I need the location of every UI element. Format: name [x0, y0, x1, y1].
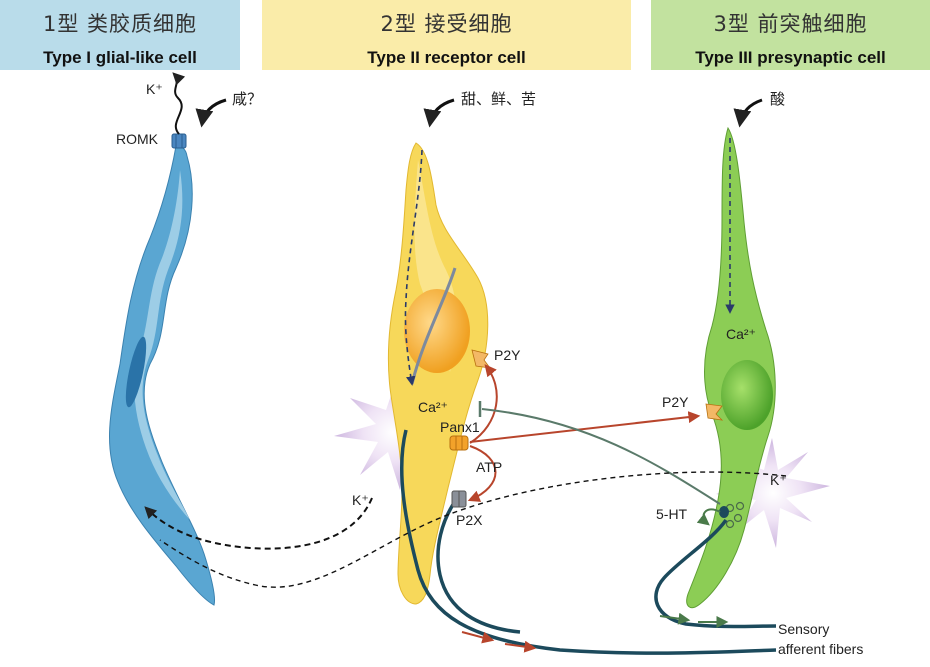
afferent-fiber-type2: [400, 429, 777, 655]
serotonin-release-arrow-icon: [696, 508, 721, 526]
type3-presynaptic-cell: [686, 126, 776, 609]
p2x-receptor-icon: [451, 490, 467, 508]
type2-nucleus: [404, 289, 470, 373]
atp-to-p2x-arrow: [467, 445, 497, 502]
salt-stimulus-arrow-icon: [195, 98, 227, 128]
taste-type2-label: 甜、鲜、苦: [461, 90, 536, 108]
romk-channel-icon: [171, 133, 187, 149]
serotonin-vesicle: [725, 519, 735, 529]
type2-calcium-signal-arrow: [404, 149, 423, 386]
type2-internal-fiber: [410, 267, 457, 385]
k-right-to-type1-dashed-path: [159, 471, 787, 588]
sweet-umami-bitter-stimulus-arrow-icon: [423, 98, 455, 128]
header-type2-en: Type II receptor cell: [367, 48, 526, 67]
type1-glial-cell: [109, 145, 215, 606]
serotonin-vesicle: [735, 501, 745, 511]
header-type2: 2型 接受细胞 Type II receptor cell: [262, 0, 631, 70]
p2x-label: P2X: [456, 512, 483, 528]
header-type3-en: Type III presynaptic cell: [695, 48, 886, 67]
k-mid-label: K⁺: [352, 492, 369, 508]
type1-nucleus: [125, 336, 147, 408]
header-type3-cn: 3型 前突触细胞: [713, 12, 868, 36]
fiber-signal-arrow-icon: [659, 612, 691, 625]
fibers-label-line2: afferent fibers: [778, 641, 863, 657]
taste-type1-label: 咸？: [232, 90, 262, 108]
romk-label: ROMK: [116, 131, 159, 147]
ca-type2-label: Ca²⁺: [418, 399, 448, 415]
p2y-type3-label: P2Y: [662, 394, 689, 410]
header-type1-en: Type I glial-like cell: [43, 48, 197, 67]
ca-type3-label: Ca²⁺: [726, 326, 756, 342]
k-efflux-arrow-icon: [172, 72, 186, 135]
panx1-channel-icon: [449, 435, 469, 451]
fibers-label-line1: Sensory: [778, 621, 829, 637]
p2y-receptor-type3-icon: [705, 403, 724, 421]
type1-cell-highlight: [134, 170, 190, 520]
type3-nucleus: [721, 360, 773, 430]
serotonin-vesicle: [733, 513, 743, 523]
atp-to-p2y-type3-arrow: [469, 411, 701, 443]
header-type1: 1型 类胶质细胞 Type I glial-like cell: [0, 0, 240, 70]
type3-synapse-terminal: [719, 506, 729, 518]
afferent-fiber-type2-branch: [436, 498, 521, 634]
type2-cell-body: [387, 142, 489, 605]
k-top-label: K⁺: [146, 81, 163, 97]
afferent-fiber-type3: [654, 518, 777, 629]
header-type1-cn: 1型 类胶质细胞: [42, 12, 198, 36]
atp-label: ATP: [476, 459, 502, 475]
type2-receptor-cell: [387, 142, 489, 605]
k-to-type1-dashed-arrow: [144, 497, 373, 550]
panx1-label: Panx1: [440, 419, 480, 435]
fiber-signal-arrow-icon: [461, 631, 495, 644]
serotonin-inhibition-arrow: [481, 408, 721, 505]
header-type3: 3型 前突触细胞 Type III presynaptic cell: [651, 0, 930, 70]
header-type2-cn: 2型 接受细胞: [380, 12, 513, 36]
serotonin-label: 5-HT: [656, 506, 688, 522]
fiber-signal-arrow-icon: [504, 640, 537, 653]
taste-type3-label: 酸: [770, 90, 785, 108]
atp-to-p2y-type2-arrow: [469, 364, 498, 444]
type1-cell-body: [109, 145, 215, 606]
p2y-receptor-type2-icon: [471, 349, 491, 369]
sour-stimulus-arrow-icon: [733, 98, 763, 128]
k-right-label: K⁺: [770, 472, 787, 488]
p2y-type2-label: P2Y: [494, 347, 521, 363]
